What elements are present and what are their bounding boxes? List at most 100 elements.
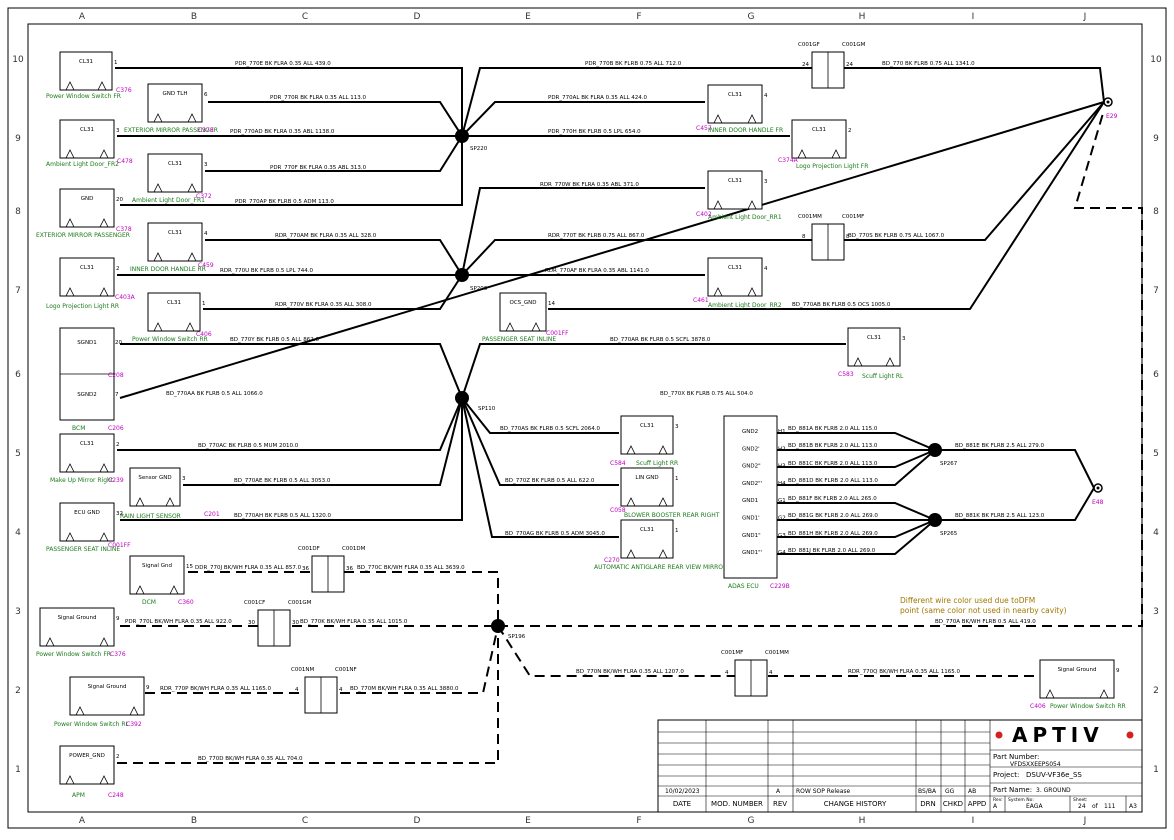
title-block-header: DRN — [920, 800, 936, 808]
wire-labels: PDR_770E BK FLRA 0.35 ALL 439.0PDR_770R … — [125, 61, 1045, 762]
connector-ref: C376 — [110, 651, 126, 658]
connector-title: Signal Ground — [58, 615, 97, 621]
connector-body — [59, 51, 113, 91]
connector-terminal-icon — [153, 183, 197, 193]
connector-terminal-icon — [65, 775, 109, 785]
wire-label: BD_770 BK FLRB 0.75 ALL 1341.0 — [882, 61, 975, 67]
inline-right-ref: C001MF — [842, 214, 864, 220]
connector-body — [147, 83, 203, 123]
wire-label: PDR_770AL BK FLRA 0.35 ALL 424.0 — [548, 95, 648, 101]
grid-col-top-C: C — [302, 12, 308, 22]
wire-label: BD_770C BK/WH FLRA 0.35 ALL 3639.0 — [357, 565, 465, 571]
title-block: APTIV Part Number: VFDSXXEEPS054 Project… — [657, 719, 1143, 813]
grid-row-right-4: 4 — [1153, 528, 1159, 538]
connector-ref: C248 — [108, 792, 124, 799]
component-name: Ambient Light Door_RR2 — [708, 302, 782, 309]
component-name: Scuff Light RR — [636, 460, 678, 467]
title-block-header: CHANGE HISTORY — [824, 800, 887, 808]
component-name: ADAS ECU — [728, 583, 759, 590]
connector-body — [620, 519, 674, 559]
connector-ref: C058 — [610, 507, 626, 514]
connector-body — [707, 170, 763, 210]
inline-left-pin: 4 — [725, 670, 729, 676]
grid-row-left-5: 5 — [15, 449, 21, 459]
wire-label: BD_881K BK FLRB 2.5 ALL 123.0 — [955, 513, 1045, 519]
splice-sp110-label: SP110 — [478, 406, 496, 412]
adas-pin-id: H2 — [778, 446, 786, 452]
connector-ref: C001FF — [108, 542, 131, 549]
connector-pin: 4 — [764, 93, 768, 99]
connector-ref: C457 — [696, 125, 712, 132]
project-label: Project: — [993, 771, 1019, 779]
part-number-value: VFDSXXEEPS054 — [1010, 761, 1061, 768]
connector-body — [147, 222, 203, 262]
sheet-label: Sheet: — [1073, 797, 1088, 803]
connector-body — [791, 119, 847, 159]
ground-e29-center — [1106, 100, 1110, 104]
component-name: Power Window Switch FR — [46, 93, 121, 100]
wire-label: BD_770AS BK FLRB 0.5 SCFL 2064.0 — [500, 426, 601, 432]
adas-pin-name: GND2"' — [742, 481, 762, 487]
connector-title: GND — [81, 196, 94, 202]
wire-label: BD_770AR BK FLRB 0.5 SCFL 3878.0 — [610, 337, 711, 343]
grid-row-left-8: 8 — [15, 207, 21, 217]
component-name: Power Window Switch FR — [36, 651, 111, 658]
connector-pin: 3 — [116, 128, 120, 134]
wire-label: BD_881E BK FLRB 2.5 ALL 279.0 — [955, 443, 1045, 449]
connector-terminal-icon — [713, 287, 757, 297]
connector-pin: 32 — [116, 511, 123, 517]
connector-title: Signal Ground — [88, 684, 127, 690]
wire-label: PDR_770AP BK FLRB 0.5 ADM 113.0 — [235, 199, 334, 205]
inline-left-pin: 4 — [295, 687, 299, 693]
adas-pin-id: H4 — [778, 481, 786, 487]
component-name: AUTOMATIC ANTIGLARE REAR VIEW MIRROR — [594, 564, 727, 571]
title-block-header: CHKD — [943, 800, 963, 808]
connector-terminal-icon — [65, 287, 109, 297]
dfm-note-line2: point (same color not used in nearby cav… — [900, 606, 1067, 615]
grid-col-bottom-J: J — [1083, 816, 1087, 826]
connector-ref: C001FF — [546, 330, 569, 337]
connector-terminal-icon — [505, 322, 541, 332]
inline-left-ref: C001MM — [798, 214, 822, 220]
inline-right-pin: 8 — [846, 234, 850, 240]
inline-right-pin: 36 — [346, 566, 353, 572]
grid-row-right-8: 8 — [1153, 207, 1159, 217]
grid-col-top-H: H — [859, 12, 866, 22]
connector-terminal-icon — [65, 463, 109, 473]
component-name: EXTERIOR MIRROR PASSENGER — [36, 232, 130, 239]
connector-title: CL31 — [168, 230, 182, 236]
inline-right-ref: C001MM — [765, 650, 789, 656]
splice-sp267-label: SP267 — [940, 461, 958, 467]
connector-ref: C392 — [126, 721, 142, 728]
connector-body — [59, 188, 115, 228]
adas-pin-name: GND1" — [742, 533, 761, 539]
grid-col-bottom-A: A — [79, 816, 86, 826]
wire-label: BD_881H BK FLRB 2.0 ALL 269.0 — [788, 531, 878, 537]
solid-wires — [115, 67, 1105, 555]
splice-sp206-label: SP206 — [470, 286, 488, 292]
connector-title: OCS_GND — [509, 300, 536, 306]
adas-pin-id: H3 — [778, 464, 786, 470]
wire-label: BD_770D BK/WH FLRA 0.35 ALL 704.0 — [198, 756, 303, 762]
connector-body — [707, 257, 763, 297]
connector-terminal-icon — [135, 585, 179, 595]
wire-label: PDR_770F BK FLRA 0.35 ABL 313.0 — [270, 165, 367, 171]
grid-row-right-6: 6 — [1153, 370, 1159, 380]
